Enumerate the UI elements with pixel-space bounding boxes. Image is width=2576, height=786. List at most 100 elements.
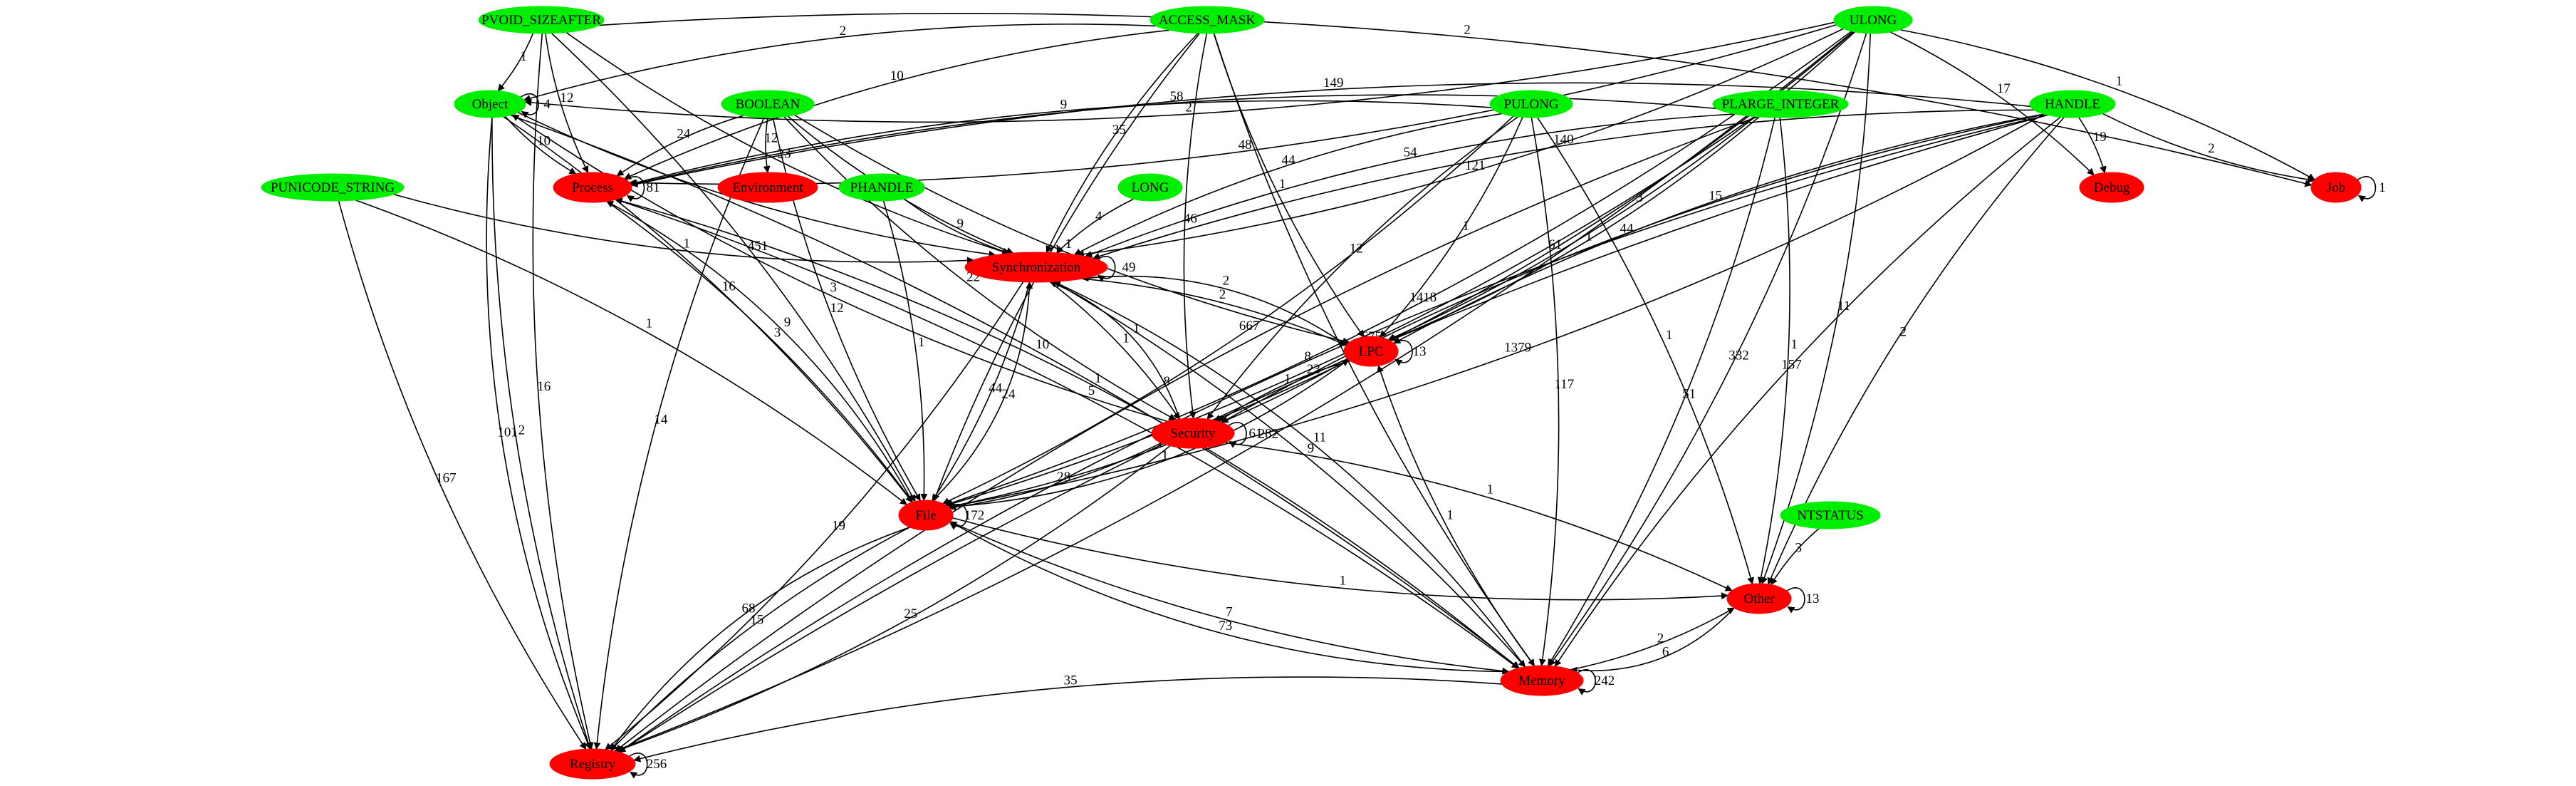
edge-handle-to-file	[947, 113, 2045, 510]
node-lpc: LPC	[1343, 336, 1399, 367]
edge-label-ulong-to-lpc: 3	[1636, 190, 1643, 205]
edge-pvoid-sizeafter-to-process	[545, 33, 589, 174]
edge-label-memory-to-synchronization: 11	[1313, 430, 1326, 445]
edge-label-ulong-to-file: 1418	[1409, 290, 1436, 305]
node-shape-process	[553, 172, 632, 203]
edge-punicode-string-to-synchronization	[393, 193, 974, 264]
edge-label-process-to-file: 3	[774, 325, 781, 340]
node-shape-environment	[717, 172, 818, 203]
edge-label-pvoid-sizeafter-to-job: 2	[1464, 22, 1471, 37]
node-memory: Memory	[1500, 665, 1584, 696]
edge-label-lpc-to-synchronization: 2	[1223, 273, 1230, 288]
edge-label-plarge-integer-to-synchronization: 54	[1404, 145, 1418, 160]
edge-label-pvoid-sizeafter-to-process: 12	[560, 91, 573, 105]
edge-punicode-string-to-registry	[338, 200, 587, 750]
node-shape-handle	[2029, 90, 2116, 118]
edge-label-phandle-to-synchronization: 9	[957, 216, 964, 231]
node-access-mask: ACCESS_MASK	[1149, 6, 1265, 34]
node-file: File	[898, 500, 954, 531]
edge-label-ntstatus-to-other: 3	[1795, 540, 1803, 555]
node-synchronization: Synchronization	[964, 252, 1108, 283]
edge-process-to-memory	[615, 199, 1519, 669]
edge-job-to-job	[2357, 176, 2377, 202]
edge-boolean-to-registry	[593, 117, 765, 750]
edge-label-security-to-security: 61	[1249, 426, 1263, 441]
edge-ulong-to-job	[1899, 29, 2315, 180]
edge-label-handle-to-job: 2	[2208, 141, 2215, 156]
edge-label-ulong-to-process: 48	[1239, 138, 1252, 152]
edge-label-access-mask-to-process: 10	[890, 68, 904, 83]
node-label-punicode-string: PUNICODE_STRING	[271, 180, 395, 195]
edge-pulong-to-other	[1536, 117, 1754, 585]
edge-label-access-mask-to-synchronization: 35	[1112, 123, 1126, 138]
edge-object-to-memory	[510, 114, 1520, 669]
edge-handle-to-registry	[618, 114, 2048, 753]
node-shape-registry	[549, 748, 636, 780]
edge-label-handle-to-registry: 23	[1307, 362, 1320, 377]
node-label-plarge-integer: PLARGE_INTEGER	[1722, 97, 1840, 112]
edge-file-to-synchronization	[932, 281, 1033, 502]
edge-object-to-process	[504, 115, 577, 175]
edge-label-object-to-process: 10	[537, 134, 551, 149]
edge-label-plarge-integer-to-registry: 8	[1164, 374, 1171, 389]
edge-memory-to-lpc	[1377, 365, 1535, 666]
edge-long-to-synchronization	[1056, 198, 1135, 254]
node-label-pulong: PULONG	[1503, 97, 1558, 112]
edge-pvoid-sizeafter-to-synchronization	[565, 31, 1010, 255]
edge-label-synchronization-to-file: 44	[989, 381, 1003, 396]
edge-file-to-other	[952, 517, 1728, 601]
edge-label-ulong-to-synchronization: 121	[1465, 158, 1486, 173]
edge-handle-to-job	[2102, 113, 2315, 183]
edge-label-file-to-process: 9	[784, 315, 791, 330]
node-label-memory: Memory	[1518, 673, 1565, 688]
edge-label-handle-to-process: 149	[1323, 76, 1344, 91]
edge-boolean-to-lpc	[794, 114, 1350, 345]
edge-pulong-to-file	[942, 115, 1514, 505]
edge-ulong-to-memory	[1548, 33, 1867, 667]
edge-label-handle-to-synchronization: 140	[1553, 133, 1574, 148]
edge-label-security-to-synchronization: 1	[1133, 321, 1140, 336]
edge-label-file-to-file: 172	[964, 508, 985, 523]
node-shape-memory	[1500, 665, 1584, 696]
edge-synchronization-to-synchronization	[1096, 256, 1116, 282]
edge-label-synchronization-to-lpc: 2	[1219, 287, 1226, 302]
node-shape-other	[1726, 583, 1792, 614]
node-long: LONG	[1117, 173, 1183, 202]
edge-label-boolean-to-process: 24	[677, 126, 691, 141]
edge-label-punicode-string-to-file: 1	[646, 316, 653, 331]
node-ntstatus: NTSTATUS	[1780, 501, 1881, 529]
edge-access-mask-to-security	[1183, 33, 1208, 419]
edge-ulong-to-synchronization	[1076, 28, 1844, 258]
edge-memory-to-registry	[633, 676, 1502, 762]
edge-label-file-to-memory: 7	[1226, 605, 1233, 620]
edge-pulong-to-security	[1206, 116, 1518, 420]
edge-label-object-to-registry: 2	[518, 423, 526, 438]
edge-phandle-to-synchronization	[903, 198, 1011, 255]
edge-ulong-to-file	[944, 31, 1852, 507]
node-label-access-mask: ACCESS_MASK	[1159, 13, 1256, 28]
edge-label-synchronization-to-memory: 9	[1308, 441, 1315, 456]
node-shape-boolean	[721, 90, 815, 118]
edge-object-to-file	[503, 115, 913, 503]
node-process: Process	[553, 172, 632, 203]
edge-ulong-to-lpc	[1387, 31, 1856, 341]
node-label-phandle: PHANDLE	[850, 180, 914, 195]
edge-boolean-to-environment	[763, 117, 771, 173]
edge-pulong-to-memory	[1531, 117, 1560, 666]
edge-label-registry-to-registry: 256	[647, 757, 667, 772]
node-label-debug: Debug	[2094, 180, 2130, 195]
edge-pulong-to-lpc	[1380, 117, 1523, 338]
edge-plarge-integer-to-synchronization	[1085, 113, 1736, 258]
edge-object-to-registry	[491, 117, 592, 750]
edge-label-object-to-memory: 10	[1036, 337, 1049, 352]
edge-security-to-registry	[615, 445, 1171, 753]
edge-label-synchronization-to-security: 1	[1122, 331, 1130, 346]
edge-other-to-memory	[1570, 607, 1735, 674]
edge-label-pulong-to-process: 9	[1060, 97, 1068, 112]
edge-ulong-to-object	[524, 21, 1835, 123]
edge-label-plarge-integer-to-memory: 51	[1682, 386, 1696, 401]
edge-label-boolean-to-file: 12	[830, 301, 844, 316]
node-shape-debug	[2079, 172, 2144, 203]
edge-label-plarge-integer-to-other: 1	[1790, 337, 1798, 352]
node-label-environment: Environment	[732, 180, 803, 195]
